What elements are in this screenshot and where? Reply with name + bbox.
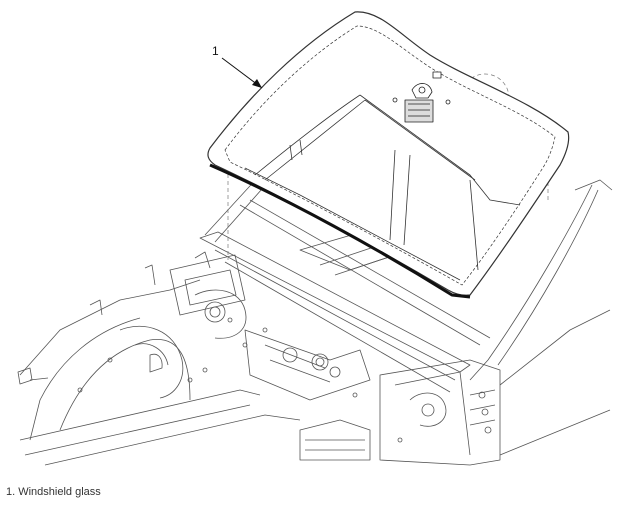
callout-1: 1 (212, 44, 263, 89)
windshield-exploded-diagram: 1 (17, 11, 613, 466)
mirror-mount-bracket (392, 71, 451, 123)
callout-number: 1 (212, 44, 219, 58)
windshield-glass (207, 11, 570, 299)
figure-caption: 1. Windshield glass (6, 486, 101, 498)
callout-arrowhead (252, 79, 262, 88)
